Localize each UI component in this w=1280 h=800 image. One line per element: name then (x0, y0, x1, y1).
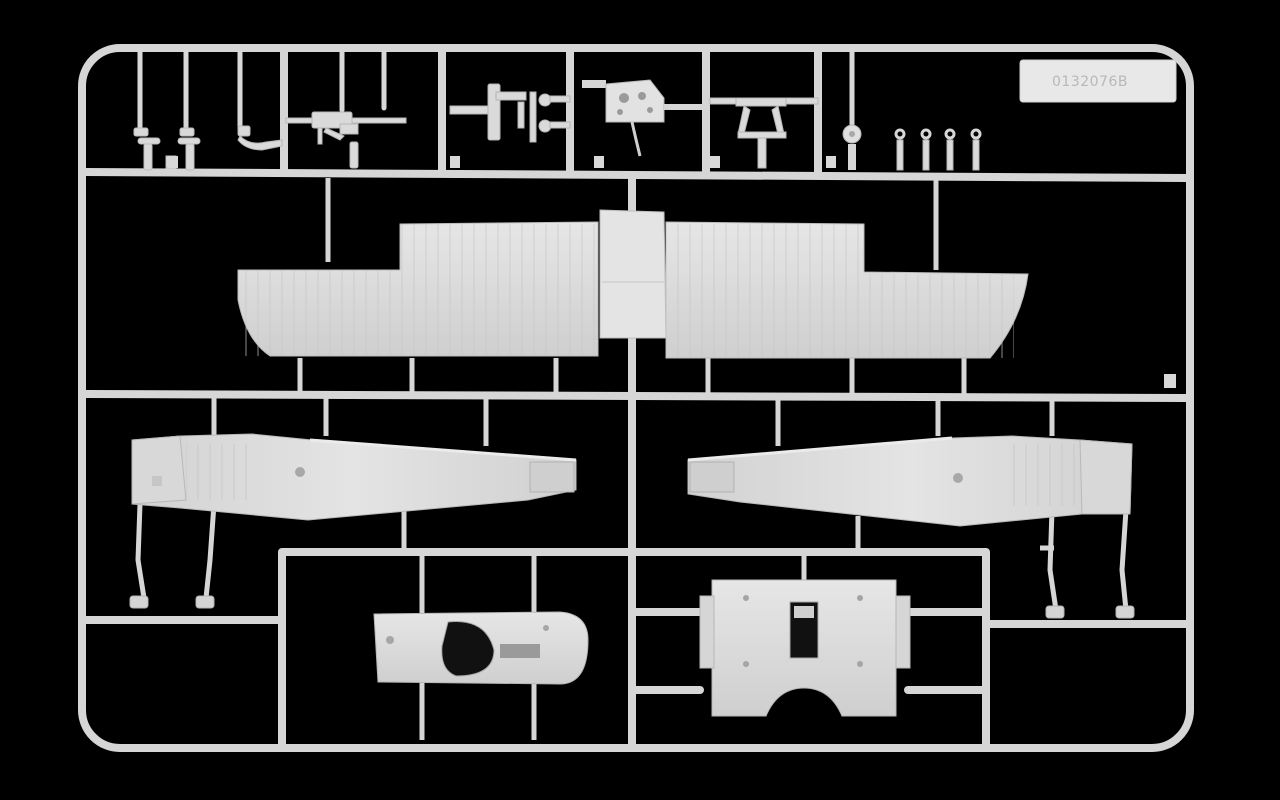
sprue-markers (168, 156, 1176, 388)
gear-strut-part (709, 97, 819, 169)
control-stick-part (133, 127, 201, 171)
small-parts-row (137, 49, 855, 133)
wheel-part (842, 124, 862, 170)
fuselage-right-part (687, 398, 1135, 619)
bellcrank-part (449, 83, 571, 143)
upper-wing-part (237, 178, 1029, 394)
cockpit-tub-part (373, 552, 589, 740)
fuselage-left-part (129, 398, 577, 609)
sprue-code-tag: 0132076B (1019, 59, 1177, 103)
machine-gun-part (237, 111, 407, 169)
instrument-panel-part (582, 79, 706, 157)
sprue-frame (78, 44, 1194, 752)
eyelet-parts (894, 128, 982, 171)
sprue-code-text: 0132076B (1052, 74, 1128, 90)
floor-panel-part (699, 552, 911, 717)
